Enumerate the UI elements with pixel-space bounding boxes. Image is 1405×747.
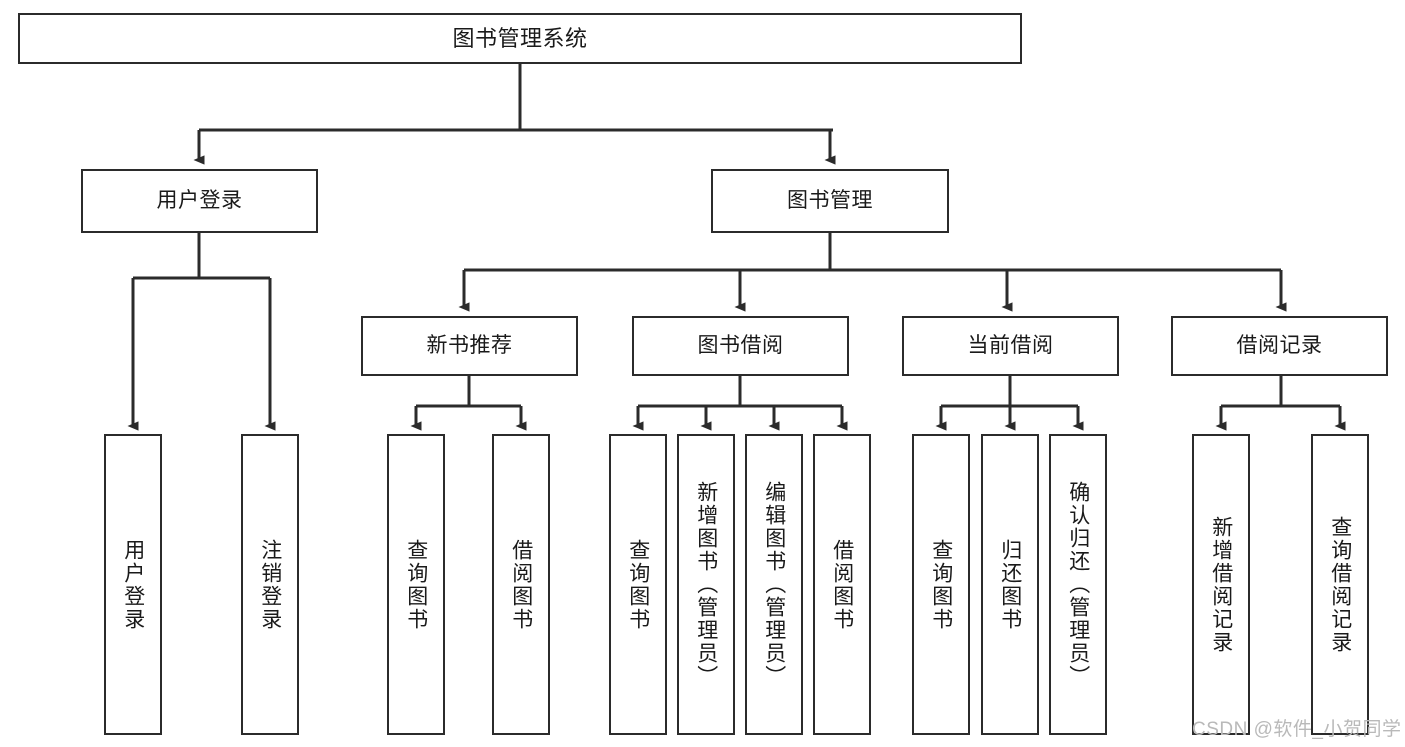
node-label: 图书管理系统 (452, 25, 588, 51)
node-leaf-logout-login[interactable]: 注销登录 (241, 434, 299, 735)
node-leaf-add-book[interactable]: 新增图书（管理员） (677, 434, 735, 735)
node-label: 注销登录 (258, 538, 282, 631)
node-user-login[interactable]: 用户登录 (81, 169, 318, 233)
node-label: 查询图书 (626, 538, 650, 631)
node-label: 确认归还（管理员） (1066, 481, 1090, 688)
node-leaf-add-borrow-record[interactable]: 新增借阅记录 (1192, 434, 1250, 735)
node-leaf-user-login[interactable]: 用户登录 (104, 434, 162, 735)
node-label: 图书管理 (787, 188, 873, 212)
node-root-system[interactable]: 图书管理系统 (18, 13, 1022, 64)
node-label: 查询图书 (404, 538, 428, 631)
node-label: 用户登录 (121, 538, 145, 631)
node-leaf-query-book-2[interactable]: 查询图书 (609, 434, 667, 735)
node-leaf-return-book[interactable]: 归还图书 (981, 434, 1039, 735)
node-book-management[interactable]: 图书管理 (711, 169, 949, 233)
csdn-watermark: CSDN @软件_小贺同学 (1192, 719, 1402, 740)
node-new-book-recommend[interactable]: 新书推荐 (361, 316, 578, 376)
node-label: 归还图书 (998, 538, 1022, 631)
node-leaf-edit-book[interactable]: 编辑图书（管理员） (745, 434, 803, 735)
node-borrow-record[interactable]: 借阅记录 (1171, 316, 1388, 376)
node-leaf-query-book-3[interactable]: 查询图书 (912, 434, 970, 735)
node-label: 新书推荐 (426, 333, 513, 357)
node-leaf-borrow-book-1[interactable]: 借阅图书 (492, 434, 550, 735)
node-label: 查询借阅记录 (1328, 515, 1352, 654)
node-label: 图书借阅 (697, 333, 784, 357)
node-leaf-borrow-book-2[interactable]: 借阅图书 (813, 434, 871, 735)
node-label: 新增借阅记录 (1209, 515, 1233, 654)
node-leaf-confirm-return[interactable]: 确认归还（管理员） (1049, 434, 1107, 735)
node-label: 借阅图书 (830, 538, 854, 631)
node-label: 借阅图书 (509, 538, 533, 631)
node-leaf-query-borrow-record[interactable]: 查询借阅记录 (1311, 434, 1369, 735)
node-current-borrow[interactable]: 当前借阅 (902, 316, 1119, 376)
node-leaf-query-book-1[interactable]: 查询图书 (387, 434, 445, 735)
node-label: 查询图书 (929, 538, 953, 631)
node-label: 借阅记录 (1236, 333, 1323, 357)
node-label: 当前借阅 (967, 333, 1054, 357)
node-label: 编辑图书（管理员） (762, 481, 786, 688)
node-book-borrow[interactable]: 图书借阅 (632, 316, 849, 376)
node-label: 新增图书（管理员） (694, 481, 718, 688)
node-label: 用户登录 (156, 188, 243, 212)
